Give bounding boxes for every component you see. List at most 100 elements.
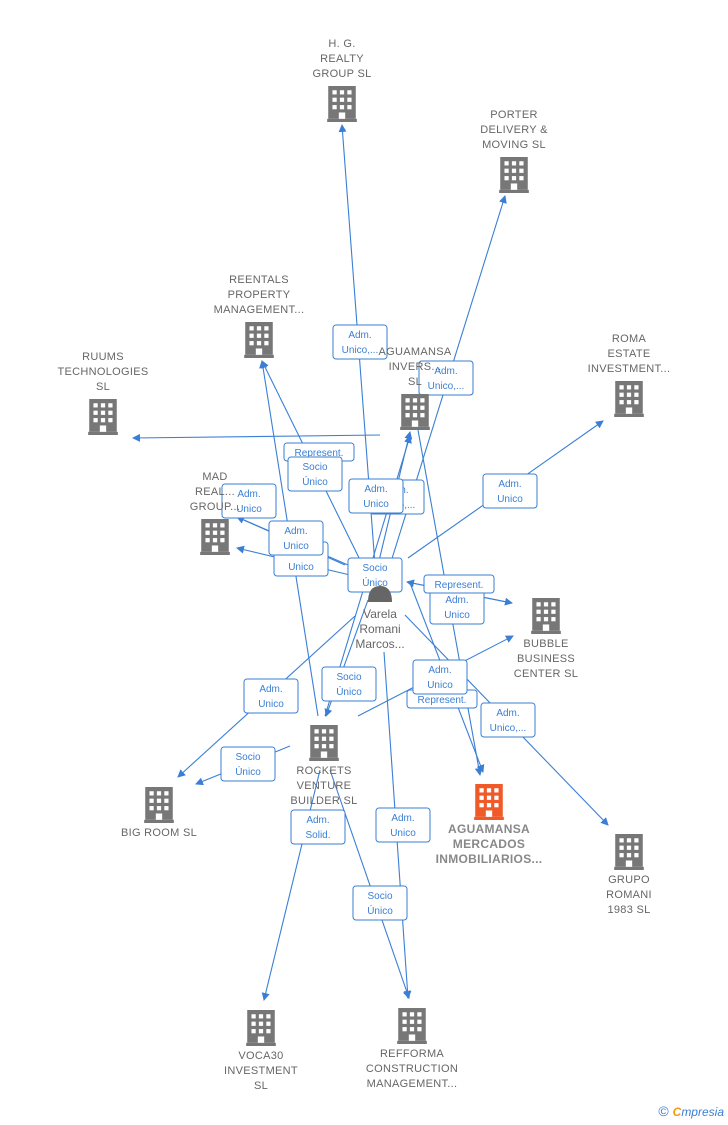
node-label-line: Marcos... xyxy=(355,637,404,651)
node-label-line: GROUP... xyxy=(190,501,241,513)
node-label-line: 1983 SL xyxy=(607,904,650,916)
node-label-line: BUSINESS xyxy=(517,653,575,665)
node-label-line: MAD xyxy=(202,471,227,483)
edge-rockets-refforma xyxy=(329,769,411,999)
empresia-footer: ©Cmpresia xyxy=(658,1103,724,1119)
edge-label-text: Adm. xyxy=(237,489,260,500)
node-bubble[interactable]: BUBBLE BUSINESS CENTER SL xyxy=(514,598,578,680)
edge-label-box[interactable] xyxy=(423,574,495,594)
edge-label-text: Unico,... xyxy=(490,723,527,734)
node-label-line: BUBBLE xyxy=(523,638,568,650)
edge-label-box[interactable] xyxy=(480,702,536,738)
edge-label-box[interactable] xyxy=(418,360,474,396)
edge-label-person-grupo[interactable]: Adm.Unico,... xyxy=(480,702,536,738)
node-roma[interactable]: ROMAESTATEINVESTMENT... xyxy=(588,333,671,417)
building-icon xyxy=(400,394,430,430)
person-icon xyxy=(368,586,392,602)
node-label-line: VENTURE xyxy=(297,780,352,792)
node-label-line: MERCADOS xyxy=(453,837,525,851)
edge-label-text: Represent. xyxy=(435,580,484,591)
node-mad[interactable]: MADREAL...GROUP... xyxy=(190,471,241,555)
node-label-line: VOCA30 xyxy=(238,1050,283,1062)
node-reentals[interactable]: REENTALSPROPERTYMANAGEMENT... xyxy=(214,274,305,358)
edge-label-text: Adm. xyxy=(434,366,457,377)
edge-label-text: Unico xyxy=(236,504,262,515)
edge-label-box[interactable] xyxy=(482,473,538,509)
node-label-line: REFFORMA xyxy=(380,1048,444,1060)
edge-label-rockets-bubble[interactable]: Adm.Unico xyxy=(412,659,468,695)
copyright-symbol: © xyxy=(658,1103,669,1119)
edge-label-box[interactable] xyxy=(268,520,324,556)
edge-label-box[interactable] xyxy=(287,456,343,492)
edge-label-text: Adm. xyxy=(498,479,521,490)
edge-labels-layer: Adm. Unico,... Adm. Unico,... Represent. Adm.… xyxy=(220,324,538,921)
edge-label-person-bigroom[interactable]: Adm.Unico xyxy=(243,678,299,714)
node-label-line: SL xyxy=(96,381,110,393)
node-label-line: MANAGEMENT... xyxy=(367,1078,458,1090)
edge-label-person-refforma[interactable]: Adm.Unico xyxy=(375,807,431,843)
edge-label-person-roma[interactable]: Adm. Unico xyxy=(482,473,538,509)
node-label-line: RUUMS xyxy=(82,351,124,363)
edge-label-person-mad[interactable]: Adm. Unico xyxy=(221,483,277,519)
node-label-line: BUILDER SL xyxy=(290,795,357,807)
edge-label-box[interactable] xyxy=(412,659,468,695)
edge-label-box[interactable] xyxy=(220,746,276,782)
edge-label-aguainv-aguamerc[interactable]: Adm. Unico,... xyxy=(418,360,474,396)
edge-label-text: Unico xyxy=(258,699,284,710)
edge-label-text: Unico xyxy=(283,541,309,552)
brand-name: mpresia xyxy=(681,1105,724,1119)
edge-label-text: Unico xyxy=(363,499,389,510)
node-label-line: INMOBILIARIOS... xyxy=(436,852,543,866)
node-refforma[interactable]: REFFORMA CONSTRUCTION MANAGEMENT... xyxy=(366,1008,458,1090)
node-label-line: PORTER xyxy=(490,109,537,121)
node-label-line: AGUAMANSA xyxy=(379,346,452,358)
edge-label-box[interactable] xyxy=(348,478,404,514)
edge-label-box[interactable] xyxy=(243,678,299,714)
edge-label-box[interactable] xyxy=(290,809,346,845)
edge-label-text: Adm. xyxy=(306,815,329,826)
node-label-line: GRUPO xyxy=(608,874,650,886)
node-label-line: CENTER SL xyxy=(514,668,578,680)
edge-label-text: Unico,... xyxy=(428,381,465,392)
edge-label-box[interactable] xyxy=(375,807,431,843)
edge-label-text: Adm. xyxy=(284,526,307,537)
edge-label-text: Adm. xyxy=(364,484,387,495)
edge-label-box[interactable] xyxy=(321,666,377,702)
edge-label-rockets-reentals[interactable]: Adm. Unico xyxy=(268,520,324,556)
edge-label-bubble-person[interactable]: Represent. xyxy=(423,574,495,594)
node-ruums[interactable]: RUUMS TECHNOLOGIES SL xyxy=(57,351,148,435)
node-label-line: INVESTMENT xyxy=(224,1065,298,1077)
edge-label-rockets-voca[interactable]: Adm.Solid. xyxy=(290,809,346,845)
edge-label-person-hg[interactable]: Adm.Unico,... xyxy=(332,324,388,360)
building-icon xyxy=(88,399,118,435)
node-label-line: ESTATE xyxy=(608,348,651,360)
building-icon xyxy=(244,322,274,358)
edge-label-text: Unico xyxy=(497,494,523,505)
node-person[interactable]: VarelaRomaniMarcos... xyxy=(355,586,405,651)
node-label-line: TECHNOLOGIES xyxy=(57,366,148,378)
edge-rockets-voca xyxy=(261,769,321,1001)
edge-label-text: Socio xyxy=(336,672,361,683)
edge-label-box[interactable] xyxy=(332,324,388,360)
node-aguamerc[interactable]: AGUAMANSAMERCADOSINMOBILIARIOS... xyxy=(436,784,543,866)
edge-label-rockets-aguainv[interactable]: Adm. Unico xyxy=(348,478,404,514)
node-bigroom[interactable]: BIG ROOM SL xyxy=(121,787,197,839)
edge-label-person-bubble[interactable]: Adm.Unico xyxy=(429,589,485,625)
node-label-line: CONSTRUCTION xyxy=(366,1063,458,1075)
edge-label-box[interactable] xyxy=(221,483,277,519)
node-label-line: AGUAMANSA xyxy=(448,822,530,836)
edge-label-box[interactable] xyxy=(352,885,408,921)
node-label-line: SL xyxy=(408,376,422,388)
